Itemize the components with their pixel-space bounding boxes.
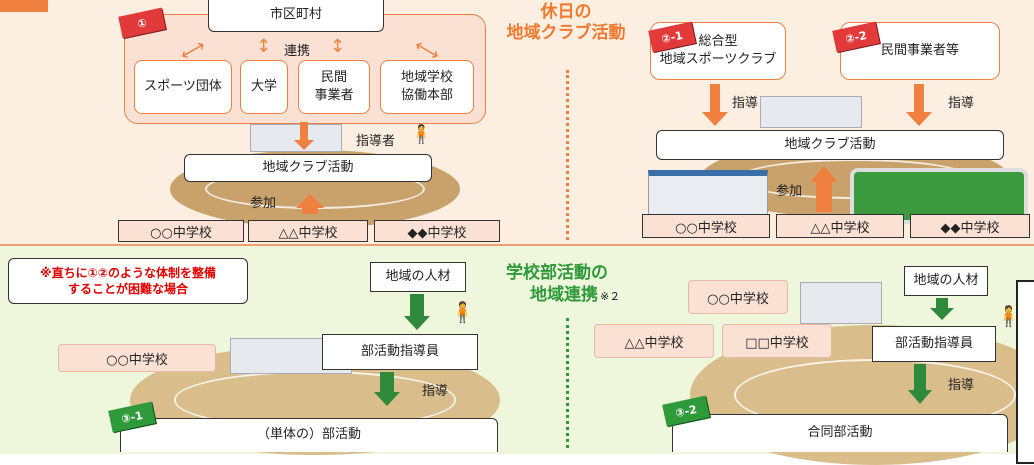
school-2: △△中学校 xyxy=(248,220,368,242)
arrow-down-leader xyxy=(300,122,308,142)
holiday-title: 休日の 地域クラブ活動 xyxy=(496,2,636,45)
school-br3: □□中学校 xyxy=(722,324,832,358)
school-club-title-note: ※２ xyxy=(600,290,621,304)
person-icon: 🧍 xyxy=(410,124,433,145)
school-club-title-line2: 地域連携 xyxy=(530,285,598,306)
school-building-br xyxy=(800,282,882,324)
school-1: ○○中学校 xyxy=(118,220,244,242)
org-sports: スポーツ団体 xyxy=(134,60,232,114)
arrow-up-down-1: ↕ xyxy=(256,36,272,57)
org-university: 大学 xyxy=(240,60,288,114)
joint-club-activity: 合同部活動 xyxy=(672,414,1008,452)
school-box-bl: ○○中学校 xyxy=(58,344,216,372)
join-label-left: 参加 xyxy=(250,196,277,211)
person-icon-bl: 🧍 xyxy=(450,300,475,324)
guide-label-right: 指導 xyxy=(732,96,759,111)
club-activity-right: 地域クラブ活動 xyxy=(656,130,1004,160)
arrow-down-talent-right xyxy=(936,298,948,310)
arrow-up-down-2: ↕ xyxy=(330,36,346,57)
school-r3: ◆◆中学校 xyxy=(910,214,1030,238)
guide-label-br: 指導 xyxy=(948,378,975,393)
arrow-down-guide-2 xyxy=(914,84,924,114)
arrow-up-join-left xyxy=(296,194,324,208)
school-3: ◆◆中学校 xyxy=(374,220,500,242)
divider-top xyxy=(566,70,569,240)
school-club-title: 学校部活動の 地域連携※２ xyxy=(500,262,650,306)
coach-box-left: 部活動指導員 xyxy=(322,334,478,370)
talent-box-right: 地域の人材 xyxy=(904,266,988,296)
arrow-down-guide-br-head xyxy=(908,390,932,404)
arrow-up-join-left-stem xyxy=(302,206,318,214)
arrow-down-guide-2-head xyxy=(906,112,932,126)
note-box: ※直ちに①②のような体制を整備 することが困難な場合 xyxy=(8,258,248,304)
join-label-right: 参加 xyxy=(776,184,803,199)
school-building-right xyxy=(760,96,862,128)
talent-box-left: 地域の人材 xyxy=(370,262,466,292)
divider-bottom xyxy=(566,318,569,448)
corner-tab xyxy=(0,0,48,12)
school-club-title-line1: 学校部活動の xyxy=(506,263,608,283)
arrow-down-talent-right-head xyxy=(930,308,954,320)
leader-label: 指導者 xyxy=(356,134,396,149)
guide-label-bl: 指導 xyxy=(422,384,449,399)
club-activity-left: 地域クラブ活動 xyxy=(184,154,432,182)
school-r2: △△中学校 xyxy=(776,214,904,238)
holiday-title-line2: 地域クラブ活動 xyxy=(506,23,626,44)
arrow-down-guide-1 xyxy=(710,84,720,114)
org-private: 民間 事業者 xyxy=(298,60,370,114)
arrow-down-guide-1-head xyxy=(702,112,728,126)
single-club-activity: （単体の）部活動 xyxy=(120,418,498,452)
arrow-down-leader-head xyxy=(294,140,314,150)
arrow-down-talent-left xyxy=(410,294,424,318)
school-br1: ○○中学校 xyxy=(688,280,788,314)
guide-label-right-2: 指導 xyxy=(948,96,975,111)
municipality-box: 市区町村 xyxy=(208,0,384,32)
link-label: 連携 xyxy=(284,44,311,59)
org-community-school: 地域学校 協働本部 xyxy=(380,60,474,114)
school-r1: ○○中学校 xyxy=(642,214,770,238)
school-club-title-line2-wrap: 地域連携※２ xyxy=(500,284,650,306)
arrow-down-guide-bl-head xyxy=(374,392,400,406)
arrow-down-guide-bl xyxy=(380,372,394,394)
arrow-down-talent-left-head xyxy=(404,316,430,330)
school-br2: △△中学校 xyxy=(594,324,714,358)
arrow-up-join-right-stem xyxy=(816,182,832,212)
arrow-down-guide-br xyxy=(914,364,926,392)
side-panel-edge xyxy=(1016,280,1034,464)
arrow-up-join-right xyxy=(810,166,838,182)
holiday-title-line1: 休日の xyxy=(540,2,592,22)
coach-box-right: 部活動指導員 xyxy=(872,326,996,362)
